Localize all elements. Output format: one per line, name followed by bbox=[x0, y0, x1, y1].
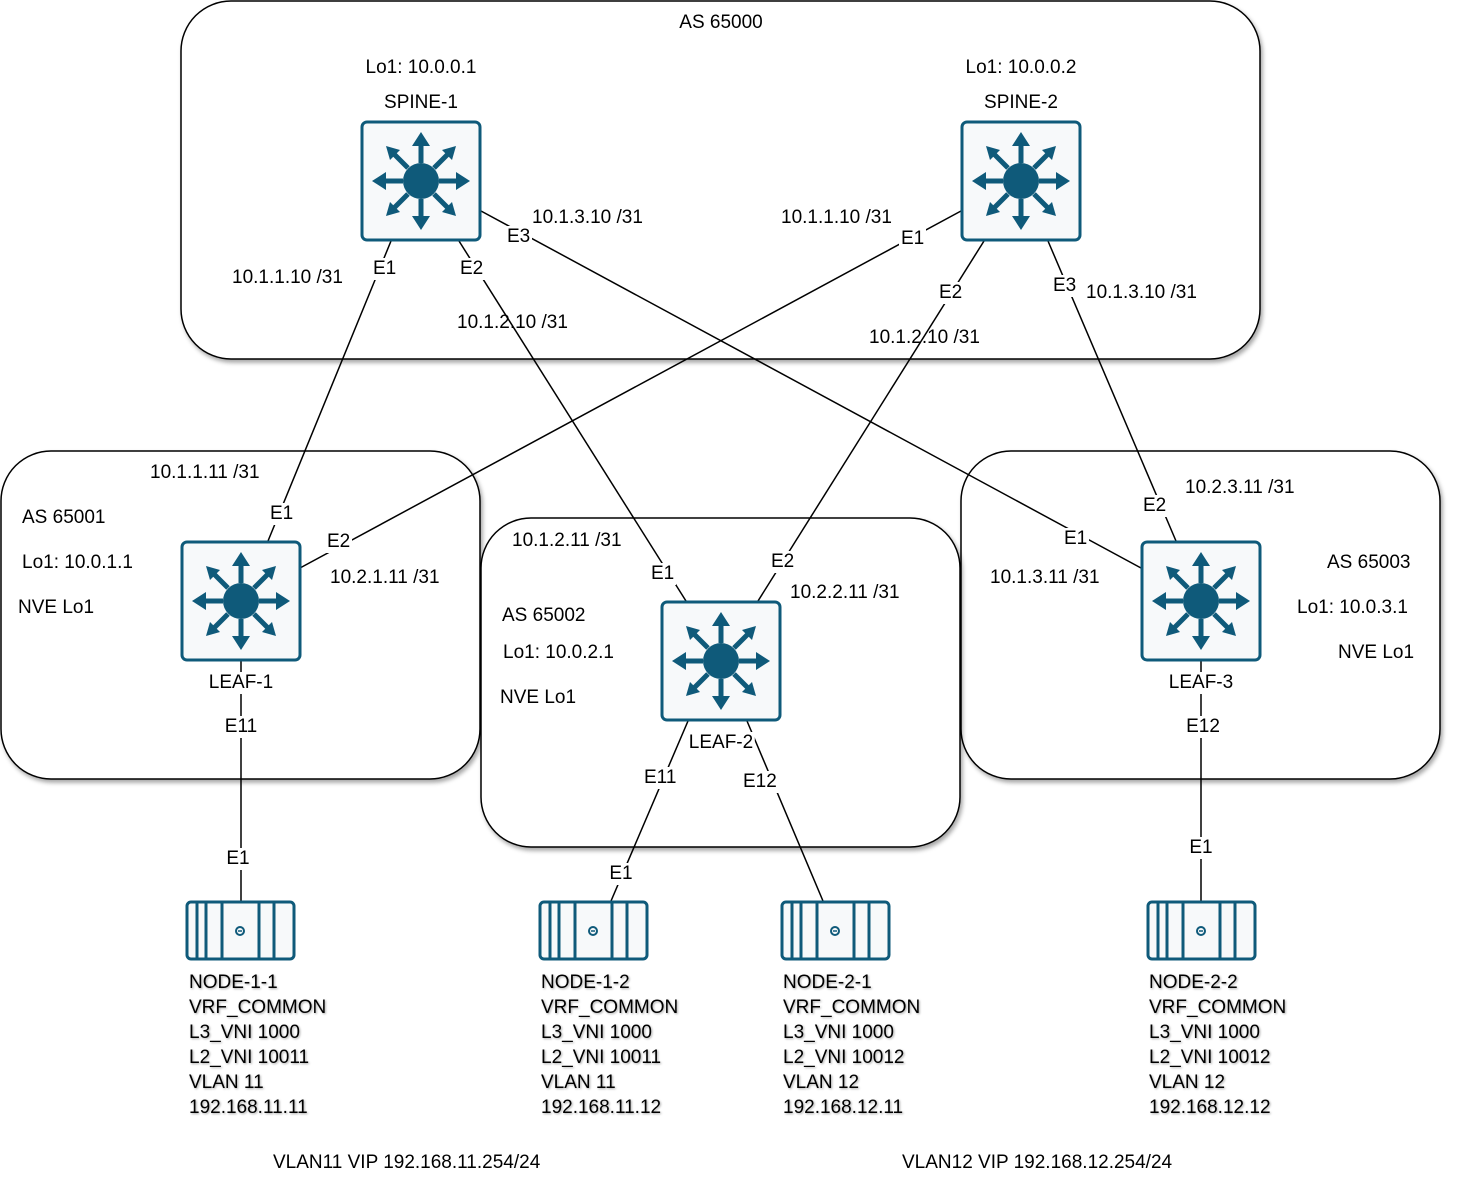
node21-info: NODE-2-1 VRF_COMMON L3_VNI 1000 L2_VNI 1… bbox=[783, 970, 920, 1120]
leaf2-port-e1: E1 bbox=[649, 563, 677, 585]
link-spine1-leaf3 bbox=[480, 210, 1142, 569]
node-l3vni: L3_VNI 1000 bbox=[189, 1022, 300, 1043]
node-vrf: VRF_COMMON bbox=[1149, 997, 1287, 1018]
node-ip: 192.168.12.11 bbox=[783, 1097, 904, 1118]
node-name: NODE-2-2 bbox=[1149, 972, 1238, 993]
spine-as-box bbox=[180, 0, 1261, 360]
leaf2-switch-icon[interactable] bbox=[662, 602, 780, 720]
node22-info: NODE-2-2 VRF_COMMON L3_VNI 1000 L2_VNI 1… bbox=[1149, 970, 1286, 1120]
node-l2vni: L2_VNI 10012 bbox=[783, 1047, 905, 1068]
leaf1-nve: NVE Lo1 bbox=[18, 597, 95, 618]
spine2-e3-ip: 10.1.3.10 /31 bbox=[1086, 282, 1197, 303]
spine2-e1-ip: 10.1.1.10 /31 bbox=[781, 207, 892, 228]
node-l3vni: L3_VNI 1000 bbox=[783, 1022, 894, 1043]
node-vlan: VLAN 11 bbox=[541, 1072, 616, 1093]
node-name: NODE-1-1 bbox=[189, 972, 278, 993]
leaf3-name: LEAF-3 bbox=[1166, 672, 1236, 694]
spine2-port-e2: E2 bbox=[937, 282, 965, 304]
leaf2-port-e2: E2 bbox=[769, 551, 797, 573]
spine1-loopback: Lo1: 10.0.0.1 bbox=[365, 57, 477, 78]
node-l2vni: L2_VNI 10011 bbox=[541, 1047, 662, 1068]
node-vrf: VRF_COMMON bbox=[783, 997, 921, 1018]
node-l3vni: L3_VNI 1000 bbox=[1149, 1022, 1260, 1043]
vlan11-vip: VLAN11 VIP 192.168.11.254/24 bbox=[273, 1152, 541, 1173]
node12-info: NODE-1-2 VRF_COMMON L3_VNI 1000 L2_VNI 1… bbox=[541, 970, 678, 1120]
leaf3-loopback: Lo1: 10.0.3.1 bbox=[1297, 597, 1408, 618]
leaf2-as-label: AS 65002 bbox=[502, 605, 586, 626]
leaf3-port-e12: E12 bbox=[1184, 716, 1222, 738]
spine1-e1-ip: 10.1.1.10 /31 bbox=[232, 267, 343, 288]
node11-port-e1: E1 bbox=[224, 848, 252, 870]
node-l2vni: L2_VNI 10012 bbox=[1149, 1047, 1271, 1068]
leaf1-as-label: AS 65001 bbox=[22, 507, 106, 528]
node12-server-icon[interactable] bbox=[538, 900, 649, 961]
leaf1-port-e2: E2 bbox=[325, 531, 353, 553]
leaf3-e2-ip: 10.2.3.11 /31 bbox=[1185, 477, 1295, 498]
node22-port-e1: E1 bbox=[1187, 837, 1215, 859]
leaf3-as-label: AS 65003 bbox=[1327, 552, 1411, 573]
leaf1-loopback: Lo1: 10.0.1.1 bbox=[22, 552, 133, 573]
leaf3-switch-icon[interactable] bbox=[1142, 542, 1260, 660]
node-name: NODE-1-2 bbox=[541, 972, 630, 993]
leaf3-e1-ip: 10.1.3.11 /31 bbox=[990, 567, 1100, 588]
node-ip: 192.168.11.12 bbox=[541, 1097, 662, 1118]
node-name: NODE-2-1 bbox=[783, 972, 872, 993]
node-vrf: VRF_COMMON bbox=[541, 997, 679, 1018]
link-spine1-leaf1 bbox=[267, 240, 392, 542]
spine1-port-e2: E2 bbox=[458, 258, 486, 280]
leaf1-port-e11: E11 bbox=[222, 716, 260, 738]
spine1-name: SPINE-1 bbox=[384, 92, 458, 113]
node-l2vni: L2_VNI 10011 bbox=[189, 1047, 310, 1068]
leaf1-switch-icon[interactable] bbox=[182, 542, 300, 660]
leaf1-name: LEAF-1 bbox=[206, 672, 276, 694]
node-ip: 192.168.11.11 bbox=[189, 1097, 308, 1118]
node-vlan: VLAN 12 bbox=[783, 1072, 860, 1093]
node21-server-icon[interactable] bbox=[780, 900, 891, 961]
spine2-loopback: Lo1: 10.0.0.2 bbox=[965, 57, 1077, 78]
spine1-port-e3: E3 bbox=[505, 226, 533, 248]
node-ip: 192.168.12.12 bbox=[1149, 1097, 1271, 1118]
leaf2-e2-ip: 10.2.2.11 /31 bbox=[790, 582, 900, 603]
node11-info: NODE-1-1 VRF_COMMON L3_VNI 1000 L2_VNI 1… bbox=[189, 970, 326, 1120]
spine2-port-e3: E3 bbox=[1051, 275, 1079, 297]
leaf3-nve: NVE Lo1 bbox=[1338, 642, 1415, 663]
spine2-switch-icon[interactable] bbox=[962, 122, 1080, 240]
leaf2-nve: NVE Lo1 bbox=[500, 687, 577, 708]
spine2-name: SPINE-2 bbox=[984, 92, 1058, 113]
spine1-e3-ip: 10.1.3.10 /31 bbox=[532, 207, 643, 228]
leaf1-port-e1: E1 bbox=[268, 503, 296, 525]
vlan12-vip: VLAN12 VIP 192.168.12.254/24 bbox=[902, 1152, 1173, 1173]
link-spine2-leaf1 bbox=[299, 210, 962, 569]
leaf3-port-e2: E2 bbox=[1141, 495, 1169, 517]
leaf1-e2-ip: 10.2.1.11 /31 bbox=[330, 567, 440, 588]
node-vlan: VLAN 12 bbox=[1149, 1072, 1226, 1093]
spine1-e2-ip: 10.1.2.10 /31 bbox=[457, 312, 568, 333]
spine-as-label: AS 65000 bbox=[679, 12, 763, 33]
leaf2-loopback: Lo1: 10.0.2.1 bbox=[503, 642, 614, 663]
leaf1-e1-ip: 10.1.1.11 /31 bbox=[150, 462, 260, 483]
node-l3vni: L3_VNI 1000 bbox=[541, 1022, 652, 1043]
spine1-switch-icon[interactable] bbox=[362, 122, 480, 240]
leaf2-port-e12: E12 bbox=[741, 771, 779, 793]
spine2-e2-ip: 10.1.2.10 /31 bbox=[869, 327, 980, 348]
leaf2-name: LEAF-2 bbox=[686, 732, 756, 754]
spine2-port-e1: E1 bbox=[899, 228, 927, 250]
node-vrf: VRF_COMMON bbox=[189, 997, 327, 1018]
leaf2-port-e11: E11 bbox=[642, 767, 679, 789]
spine1-port-e1: E1 bbox=[371, 258, 399, 280]
leaf3-port-e1: E1 bbox=[1062, 528, 1090, 550]
node11-server-icon[interactable] bbox=[185, 900, 296, 961]
node12-port-e1: E1 bbox=[607, 863, 635, 885]
leaf2-e1-ip: 10.1.2.11 /31 bbox=[512, 530, 622, 551]
node22-server-icon[interactable] bbox=[1146, 900, 1257, 961]
node-vlan: VLAN 11 bbox=[189, 1072, 264, 1093]
link-leaf2-node21 bbox=[746, 720, 824, 902]
